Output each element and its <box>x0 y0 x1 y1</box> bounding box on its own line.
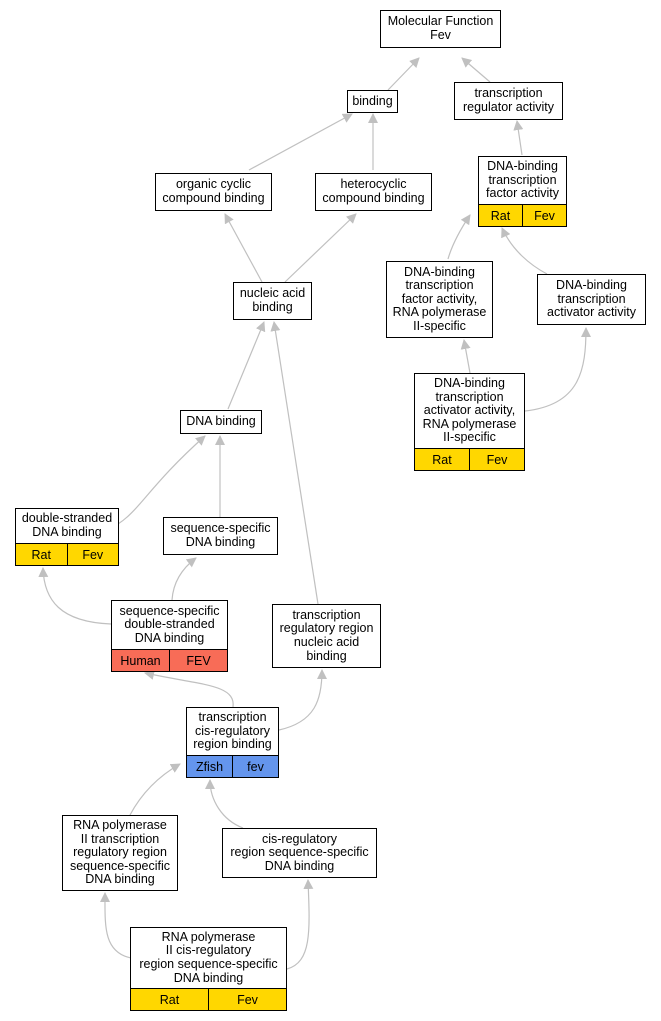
gene-cell: Fev <box>208 989 286 1010</box>
node-rna-pol2-cis-regulatory-region-ss-dna-binding[interactable]: RNA polymerase II cis-regulatory region … <box>130 927 287 1011</box>
edge-organic-cyclic-to-binding <box>248 113 353 171</box>
node-label: organic cyclic compound binding <box>162 177 265 205</box>
annotation-rat-fev[interactable]: Rat Fev <box>479 204 566 226</box>
species-cell: Rat <box>31 547 51 562</box>
node-label: nucleic acid binding <box>239 286 306 314</box>
edge-nucleic-acid-to-organic-cyclic <box>224 213 263 283</box>
node-heterocyclic-compound-binding[interactable]: heterocyclic compound binding <box>315 173 432 211</box>
annotation-rat-fev[interactable]: Rat Fev <box>131 988 286 1010</box>
node-label: RNA polymerase II cis-regulatory region … <box>139 929 278 985</box>
node-label: sequence-specific double-stranded DNA bi… <box>119 603 220 645</box>
node-label: RNA polymerase II transcription regulato… <box>69 818 171 887</box>
node-label: transcription cis-regulatory region bind… <box>193 710 272 752</box>
node-label: DNA-binding transcription factor activit… <box>392 264 487 333</box>
node-label: heterocyclic compound binding <box>322 177 425 205</box>
edge-rna-pol2-cis-to-cis-ss <box>286 879 314 970</box>
node-cis-regulatory-region-ss-dna-binding[interactable]: cis-regulatory region sequence-specific … <box>222 828 377 878</box>
species-cell: Human <box>120 653 161 668</box>
node-label: Molecular Function Fev <box>387 14 494 42</box>
edge-tx-cis-to-tx-regulatory-region <box>278 669 327 731</box>
edge-seq-specific-ds-to-seq-specific <box>171 557 197 601</box>
node-double-stranded-dna-binding[interactable]: double-stranded DNA binding Rat Fev <box>15 508 119 566</box>
gene-cell: Fev <box>522 205 566 226</box>
edge-tx-regulatory-region-to-nucleic-acid <box>270 321 319 605</box>
edge-activator-pol2-to-activator <box>524 327 591 412</box>
node-label: DNA-binding transcription activator acti… <box>422 376 517 445</box>
node-label: DNA-binding transcription factor activit… <box>486 159 559 201</box>
species-cell: Zfish <box>195 759 224 774</box>
species-cell: Rat <box>432 452 452 467</box>
node-label: transcription regulatory region nucleic … <box>279 607 374 663</box>
node-dna-binding[interactable]: DNA binding <box>180 410 262 434</box>
edge-binding-to-molecular-function <box>387 57 420 91</box>
node-label: double-stranded DNA binding <box>21 511 113 539</box>
node-sequence-specific-ds-dna-binding[interactable]: sequence-specific double-stranded DNA bi… <box>111 600 228 672</box>
node-dna-binding-tf-activity-pol2[interactable]: DNA-binding transcription factor activit… <box>386 261 493 338</box>
annotation-human-fev[interactable]: Human FEV <box>112 649 227 671</box>
edge-cis-ss-to-tx-cis <box>205 779 244 829</box>
edge-nucleic-acid-to-heterocyclic <box>284 213 357 283</box>
node-transcription-regulatory-region-nucleic-acid-binding[interactable]: transcription regulatory region nucleic … <box>272 604 381 668</box>
edge-tf-pol2-to-tf-activity <box>447 214 471 260</box>
node-binding[interactable]: binding <box>347 90 398 113</box>
species-cell: Rat <box>490 208 511 223</box>
edge-rna-pol2-cis-to-rna-pol2-regulatory <box>99 892 132 959</box>
edge-tf-activity-to-transcription-regulator <box>513 120 524 156</box>
edge-activator-pol2-to-tf-pol2 <box>460 339 471 374</box>
edge-activator-to-tf-activity <box>501 227 548 275</box>
node-label: cis-regulatory region sequence-specific … <box>230 831 369 873</box>
node-label: DNA-binding transcription activator acti… <box>547 278 636 320</box>
annotation-rat-fev[interactable]: Rat Fev <box>415 448 524 470</box>
node-dna-binding-tf-activity[interactable]: DNA-binding transcription factor activit… <box>478 156 567 227</box>
edge-tx-cis-to-seq-specific-ds <box>144 670 234 708</box>
edge-transcription-regulator-to-molecular-function <box>461 57 491 83</box>
node-label: sequence-specific DNA binding <box>170 521 271 549</box>
edge-rna-pol2-regulatory-to-tx-cis <box>129 763 181 816</box>
node-organic-cyclic-compound-binding[interactable]: organic cyclic compound binding <box>155 173 272 211</box>
edge-ds-dna-binding-to-dna-binding <box>117 435 206 525</box>
gene-cell: Fev <box>469 449 524 470</box>
gene-cell: FEV <box>169 650 227 671</box>
gene-cell: fev <box>232 756 278 777</box>
node-transcription-cis-regulatory-region-binding[interactable]: transcription cis-regulatory region bind… <box>186 707 279 778</box>
node-dna-binding-transcription-activator-activity[interactable]: DNA-binding transcription activator acti… <box>537 274 646 325</box>
node-sequence-specific-dna-binding[interactable]: sequence-specific DNA binding <box>163 517 278 555</box>
node-label: DNA binding <box>186 414 256 429</box>
node-label: transcription regulator activity <box>462 86 554 114</box>
annotation-rat-fev[interactable]: Rat Fev <box>16 543 118 565</box>
gene-cell: Fev <box>66 544 119 565</box>
node-dna-binding-transcription-activator-activity-pol2[interactable]: DNA-binding transcription activator acti… <box>414 373 525 471</box>
node-label: binding <box>352 93 393 108</box>
node-transcription-regulator-activity[interactable]: transcription regulator activity <box>454 82 563 120</box>
node-rna-pol2-transcription-regulatory-region-ss-dna-binding[interactable]: RNA polymerase II transcription regulato… <box>62 815 178 891</box>
species-cell: Rat <box>159 992 180 1007</box>
edge-dna-binding-to-nucleic-acid <box>227 321 266 410</box>
edge-seq-specific-ds-to-ds-dna-binding <box>38 567 112 625</box>
node-molecular-function[interactable]: Molecular Function Fev <box>380 10 501 48</box>
annotation-zfish-fev[interactable]: Zfish fev <box>187 755 278 777</box>
node-nucleic-acid-binding[interactable]: nucleic acid binding <box>233 282 312 320</box>
